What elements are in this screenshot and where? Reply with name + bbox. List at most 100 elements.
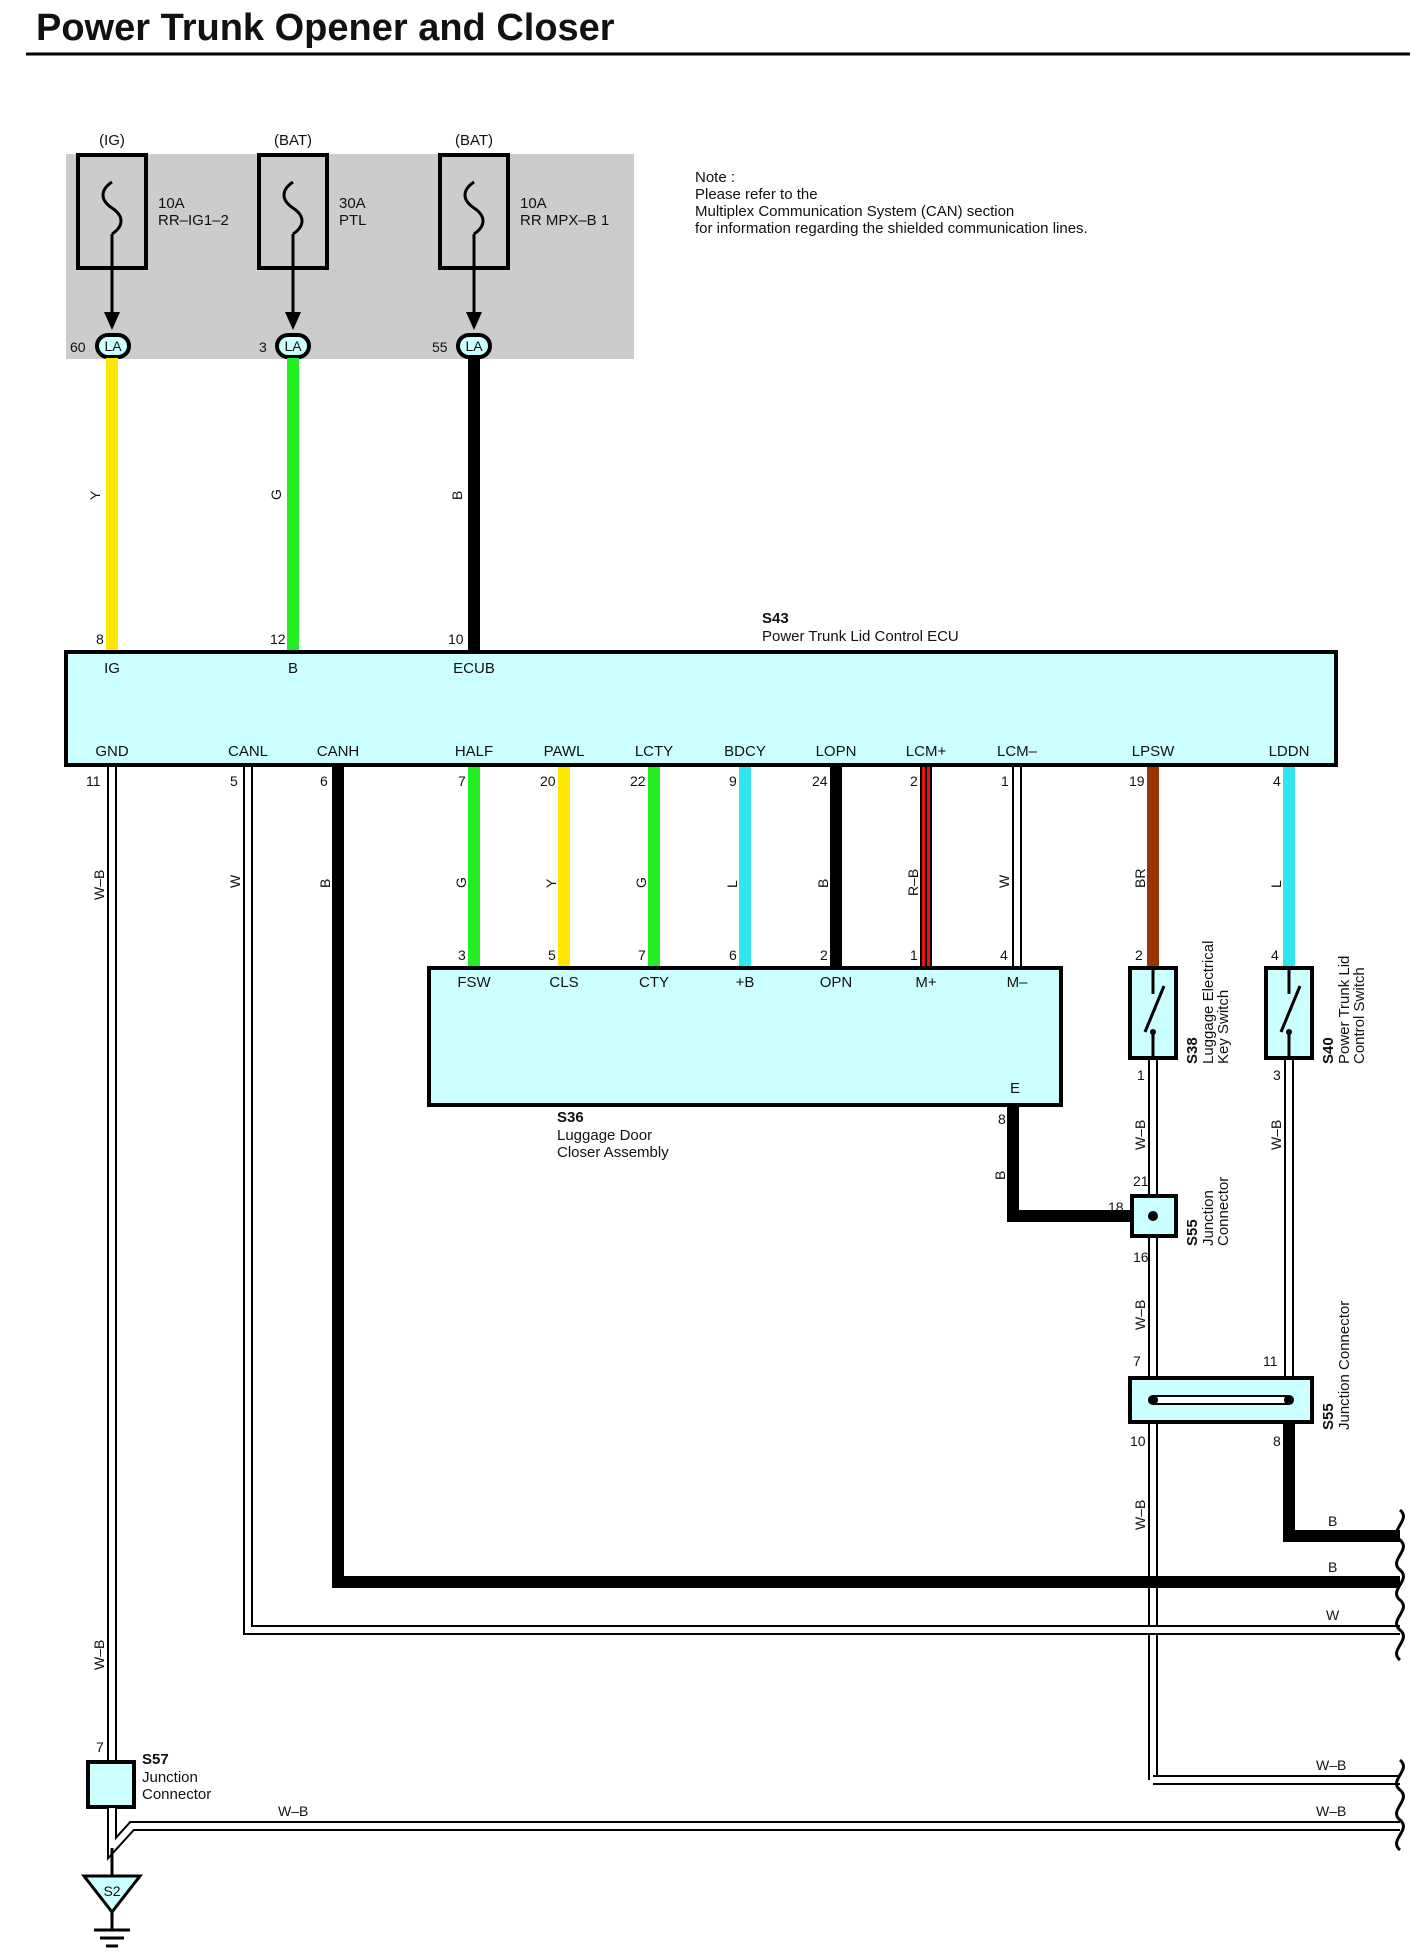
wire-label: W–B bbox=[91, 870, 107, 900]
svg-text:LOPN: LOPN bbox=[816, 743, 857, 760]
svg-text:20: 20 bbox=[540, 773, 556, 789]
exit-label: B bbox=[1328, 1513, 1337, 1529]
svg-text:2: 2 bbox=[820, 947, 828, 963]
svg-text:+B: +B bbox=[736, 974, 755, 991]
svg-text:RR–IG1–2: RR–IG1–2 bbox=[158, 212, 229, 229]
svg-text:Power Trunk Lid: Power Trunk Lid bbox=[1336, 956, 1353, 1064]
svg-text:8: 8 bbox=[1273, 1433, 1281, 1449]
svg-text:Luggage Door: Luggage Door bbox=[557, 1127, 652, 1144]
exit-label: W bbox=[1326, 1607, 1340, 1623]
svg-text:8: 8 bbox=[96, 631, 104, 647]
junction-s57: 7 S57 Junction Connector bbox=[86, 1739, 211, 1809]
wire-label: B bbox=[317, 879, 333, 888]
svg-text:LA: LA bbox=[465, 338, 483, 354]
wire-label: R–B bbox=[905, 869, 921, 896]
page-title: Power Trunk Opener and Closer bbox=[36, 7, 615, 49]
svg-text:6: 6 bbox=[729, 947, 737, 963]
wire-label: G bbox=[633, 877, 649, 888]
svg-text:Closer Assembly: Closer Assembly bbox=[557, 1144, 669, 1161]
wire-e-ground bbox=[1007, 1107, 1140, 1222]
svg-text:PTL: PTL bbox=[339, 212, 367, 229]
wire-label: W–B bbox=[278, 1803, 308, 1819]
wire-label: L bbox=[1268, 880, 1284, 888]
svg-text:4: 4 bbox=[1271, 947, 1279, 963]
svg-text:7: 7 bbox=[638, 947, 646, 963]
svg-text:22: 22 bbox=[630, 773, 646, 789]
svg-text:LCM–: LCM– bbox=[997, 743, 1038, 760]
wire-label: W–B bbox=[1132, 1300, 1148, 1330]
svg-text:S43: S43 bbox=[762, 610, 789, 627]
wire-label: G bbox=[453, 877, 469, 888]
svg-text:CANH: CANH bbox=[317, 743, 360, 760]
svg-text:ECUB: ECUB bbox=[453, 660, 495, 677]
svg-text:IG: IG bbox=[104, 660, 120, 677]
ground-icon: S2 bbox=[80, 1848, 144, 1948]
svg-text:21: 21 bbox=[1133, 1173, 1149, 1189]
svg-text:E: E bbox=[1010, 1080, 1020, 1097]
svg-text:7: 7 bbox=[458, 773, 466, 789]
svg-text:18: 18 bbox=[1108, 1199, 1124, 1215]
wire-label: Y bbox=[87, 490, 103, 500]
svg-text:(BAT): (BAT) bbox=[274, 132, 312, 149]
svg-text:10A: 10A bbox=[520, 195, 547, 212]
svg-text:6: 6 bbox=[320, 773, 328, 789]
wire-label: BR bbox=[1132, 869, 1148, 888]
svg-text:5: 5 bbox=[230, 773, 238, 789]
svg-text:LDDN: LDDN bbox=[1269, 743, 1310, 760]
svg-text:LCTY: LCTY bbox=[635, 743, 673, 760]
svg-text:30A: 30A bbox=[339, 195, 366, 212]
svg-text:GND: GND bbox=[95, 743, 129, 760]
wire-label: W–B bbox=[91, 1640, 107, 1670]
wire-label: B bbox=[815, 879, 831, 888]
svg-text:(IG): (IG) bbox=[99, 132, 125, 149]
svg-text:S2: S2 bbox=[103, 1883, 120, 1899]
svg-text:7: 7 bbox=[96, 1739, 104, 1755]
wire-label: L bbox=[724, 880, 740, 888]
wire-canl-w bbox=[243, 767, 1400, 1635]
svg-text:60: 60 bbox=[70, 339, 86, 355]
svg-text:19: 19 bbox=[1129, 773, 1145, 789]
svg-text:BDCY: BDCY bbox=[724, 743, 766, 760]
wire-label: W bbox=[227, 874, 243, 888]
exit-label: W–B bbox=[1316, 1757, 1346, 1773]
svg-text:LA: LA bbox=[284, 338, 302, 354]
svg-text:7: 7 bbox=[1133, 1353, 1141, 1369]
svg-text:Key Switch: Key Switch bbox=[1215, 990, 1232, 1064]
svg-text:LCM+: LCM+ bbox=[906, 743, 947, 760]
svg-text:1: 1 bbox=[1137, 1067, 1145, 1083]
svg-text:4: 4 bbox=[1273, 773, 1281, 789]
svg-text:PAWL: PAWL bbox=[544, 743, 585, 760]
svg-text:FSW: FSW bbox=[457, 974, 491, 991]
svg-text:S40: S40 bbox=[1320, 1037, 1337, 1064]
svg-text:OPN: OPN bbox=[820, 974, 853, 991]
svg-text:3: 3 bbox=[1273, 1067, 1281, 1083]
wire-label: W–B bbox=[1268, 1120, 1284, 1150]
svg-text:11: 11 bbox=[1263, 1353, 1278, 1369]
svg-text:(BAT): (BAT) bbox=[455, 132, 493, 149]
wire-label: G bbox=[268, 489, 284, 500]
svg-text:LPSW: LPSW bbox=[1132, 743, 1175, 760]
exit-label: W–B bbox=[1316, 1803, 1346, 1819]
svg-text:3: 3 bbox=[259, 339, 267, 355]
exit-label: B bbox=[1328, 1559, 1337, 1575]
closer-s36: 3 5 7 6 2 1 4 FSW CLS CTY +B OPN M+ M– E… bbox=[427, 947, 1063, 1161]
break-marks bbox=[1395, 1508, 1405, 1852]
svg-text:8: 8 bbox=[998, 1111, 1006, 1127]
svg-text:S36: S36 bbox=[557, 1109, 584, 1126]
svg-text:4: 4 bbox=[1000, 947, 1008, 963]
fuse-panel bbox=[66, 154, 634, 359]
wire-label: B bbox=[449, 491, 465, 500]
svg-text:Control Switch: Control Switch bbox=[1351, 967, 1368, 1064]
note-block: Note : Please refer to the Multiplex Com… bbox=[695, 169, 1088, 237]
svg-text:10: 10 bbox=[448, 631, 464, 647]
svg-text:3: 3 bbox=[458, 947, 466, 963]
svg-text:55: 55 bbox=[432, 339, 448, 355]
svg-text:CTY: CTY bbox=[639, 974, 669, 991]
svg-text:S57: S57 bbox=[142, 1751, 169, 1768]
svg-text:Junction Connector: Junction Connector bbox=[1336, 1301, 1353, 1430]
svg-text:HALF: HALF bbox=[455, 743, 493, 760]
fuse-rr-ig1-2: (IG) 10A RR–IG1–2 60 LA bbox=[70, 132, 229, 359]
svg-text:5: 5 bbox=[548, 947, 556, 963]
svg-text:S38: S38 bbox=[1184, 1037, 1201, 1064]
